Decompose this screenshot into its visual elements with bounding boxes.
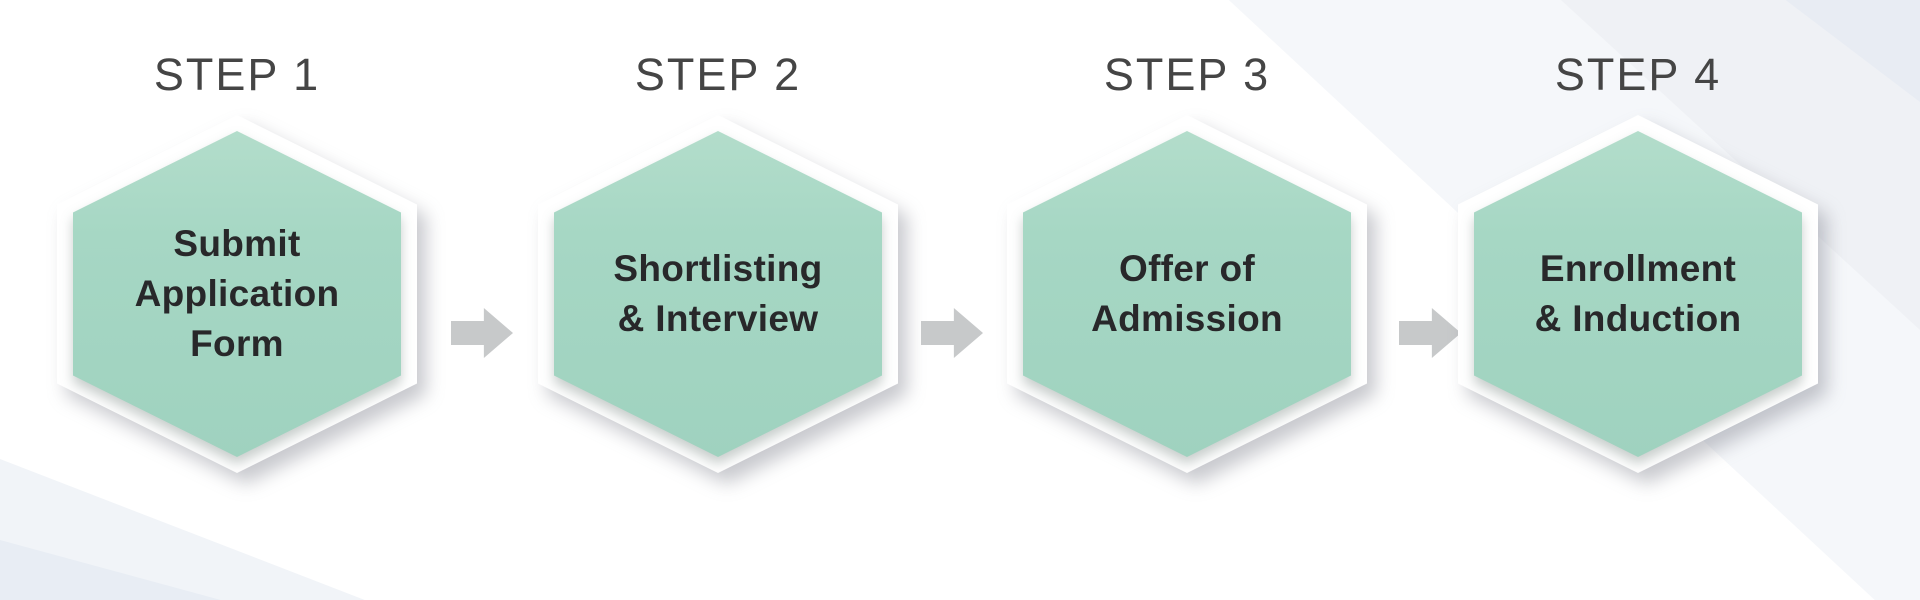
hexagon-border: Submit Application Form bbox=[57, 115, 417, 473]
hexagon-fill bbox=[554, 131, 882, 457]
hexagon-border: Offer of Admission bbox=[1007, 115, 1367, 473]
step-3-column: STEP 3 Offer of Admission bbox=[1007, 0, 1367, 600]
step-2-hexagon: Shortlisting & Interview bbox=[538, 115, 898, 473]
arrow-right-icon bbox=[1399, 308, 1461, 358]
step-1-hexagon: Submit Application Form bbox=[57, 115, 417, 473]
step-1-title: Submit Application Form bbox=[134, 223, 340, 364]
hexagon-border: Shortlisting & Interview bbox=[538, 115, 898, 473]
step-1-column: STEP 1 Submit Application Form bbox=[57, 0, 417, 600]
step-4-column: STEP 4 Enrollment & Induction bbox=[1458, 0, 1818, 600]
hexagon-fill-wrap bbox=[1474, 131, 1802, 457]
step-4-title: Enrollment & Induction bbox=[1534, 248, 1742, 339]
step-3-title: Offer of Admission bbox=[1091, 248, 1283, 339]
step-2-label: STEP 2 bbox=[634, 49, 802, 100]
step-2-title: Shortlisting & Interview bbox=[613, 248, 823, 339]
arrow-right-icon bbox=[921, 308, 983, 358]
step-3-hexagon: Offer of Admission bbox=[1007, 115, 1367, 473]
step-1-label: STEP 1 bbox=[153, 49, 321, 100]
step-3-label: STEP 3 bbox=[1103, 49, 1271, 100]
hexagon-fill-wrap bbox=[554, 131, 882, 457]
step-4-label: STEP 4 bbox=[1554, 49, 1722, 100]
hexagon-border: Enrollment & Induction bbox=[1458, 115, 1818, 473]
hexagon-fill-wrap bbox=[1023, 131, 1351, 457]
arrow-right-icon bbox=[451, 308, 513, 358]
step-2-column: STEP 2 Shortlisting & Interview bbox=[538, 0, 898, 600]
step-4-hexagon: Enrollment & Induction bbox=[1458, 115, 1818, 473]
hexagon-fill-wrap bbox=[73, 131, 401, 457]
